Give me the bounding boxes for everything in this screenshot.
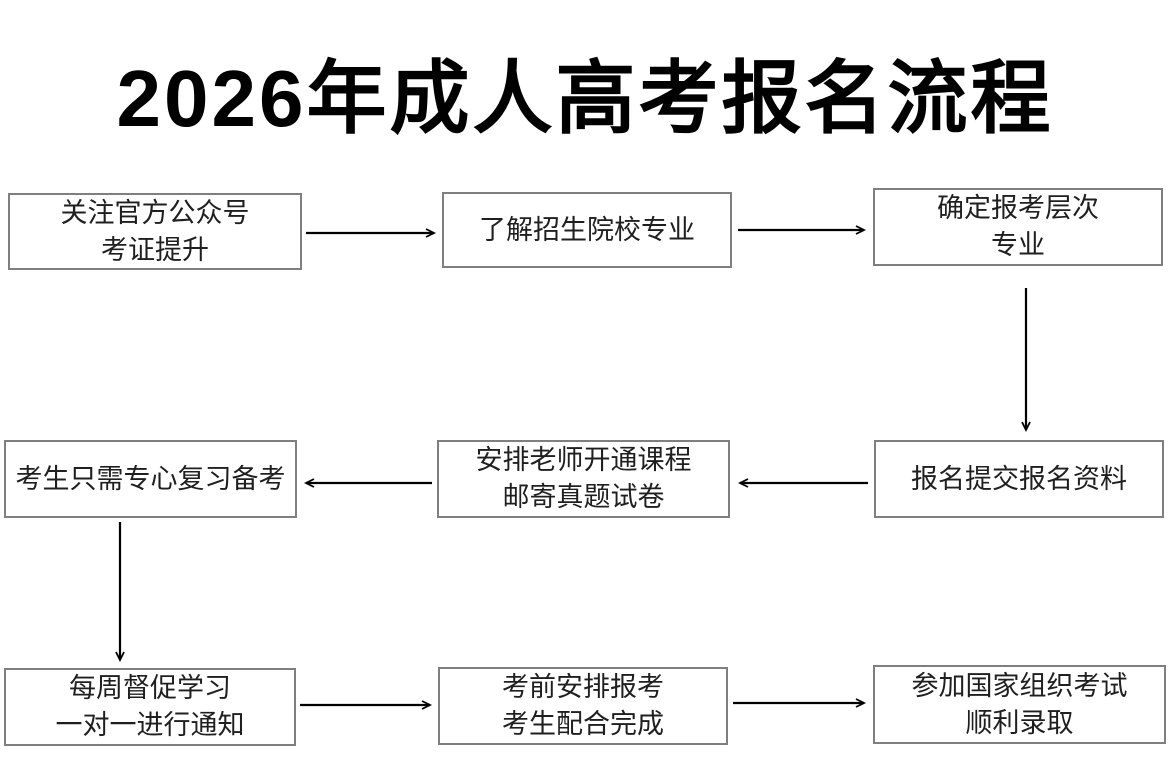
step-label-line: 确定报考层次 [937,193,1099,223]
step-label-line: 安排老师开通课程 [475,445,692,475]
step-label-line: 了解招生院校专业 [479,214,695,245]
step-label-line: 顺利录取 [965,707,1074,738]
step-label-line: 一对一进行通知 [55,710,245,740]
flow-step-pre-exam-arrangement: 考前安排报考 考生配合完成 [438,667,728,745]
flow-step-open-courses-mail-papers: 安排老师开通课程 邮寄真题试卷 [437,440,730,518]
step-label-line: 关注官方公众号 [60,197,250,228]
flow-step-take-national-exam-admission: 参加国家组织考试 顺利录取 [873,665,1166,744]
step-label-line: 邮寄真题试卷 [502,482,665,512]
step-label-line: 每周督促学习 [69,673,231,703]
step-label-line: 考生配合完成 [502,709,664,739]
flow-step-focus-on-review: 考生只需专心复习备考 [4,440,297,518]
step-label-line: 专业 [991,230,1045,260]
step-label-line: 考证提升 [101,234,209,265]
flow-step-confirm-level-major: 确定报考层次 专业 [873,188,1163,266]
page-title: 2026年成人高考报名流程 [116,54,1054,143]
step-label-line: 考前安排报考 [502,672,664,702]
step-label-line: 考生只需专心复习备考 [15,463,286,494]
flow-step-follow-official-account: 关注官方公众号 考证提升 [8,193,302,270]
step-label-line: 参加国家组织考试 [911,670,1128,701]
flow-step-weekly-supervision-notice: 每周督促学习 一对一进行通知 [4,668,296,746]
step-label-line: 报名提交报名资料 [911,463,1127,494]
flow-step-submit-registration-materials: 报名提交报名资料 [874,440,1164,518]
flow-step-learn-schools-majors: 了解招生院校专业 [442,192,732,268]
